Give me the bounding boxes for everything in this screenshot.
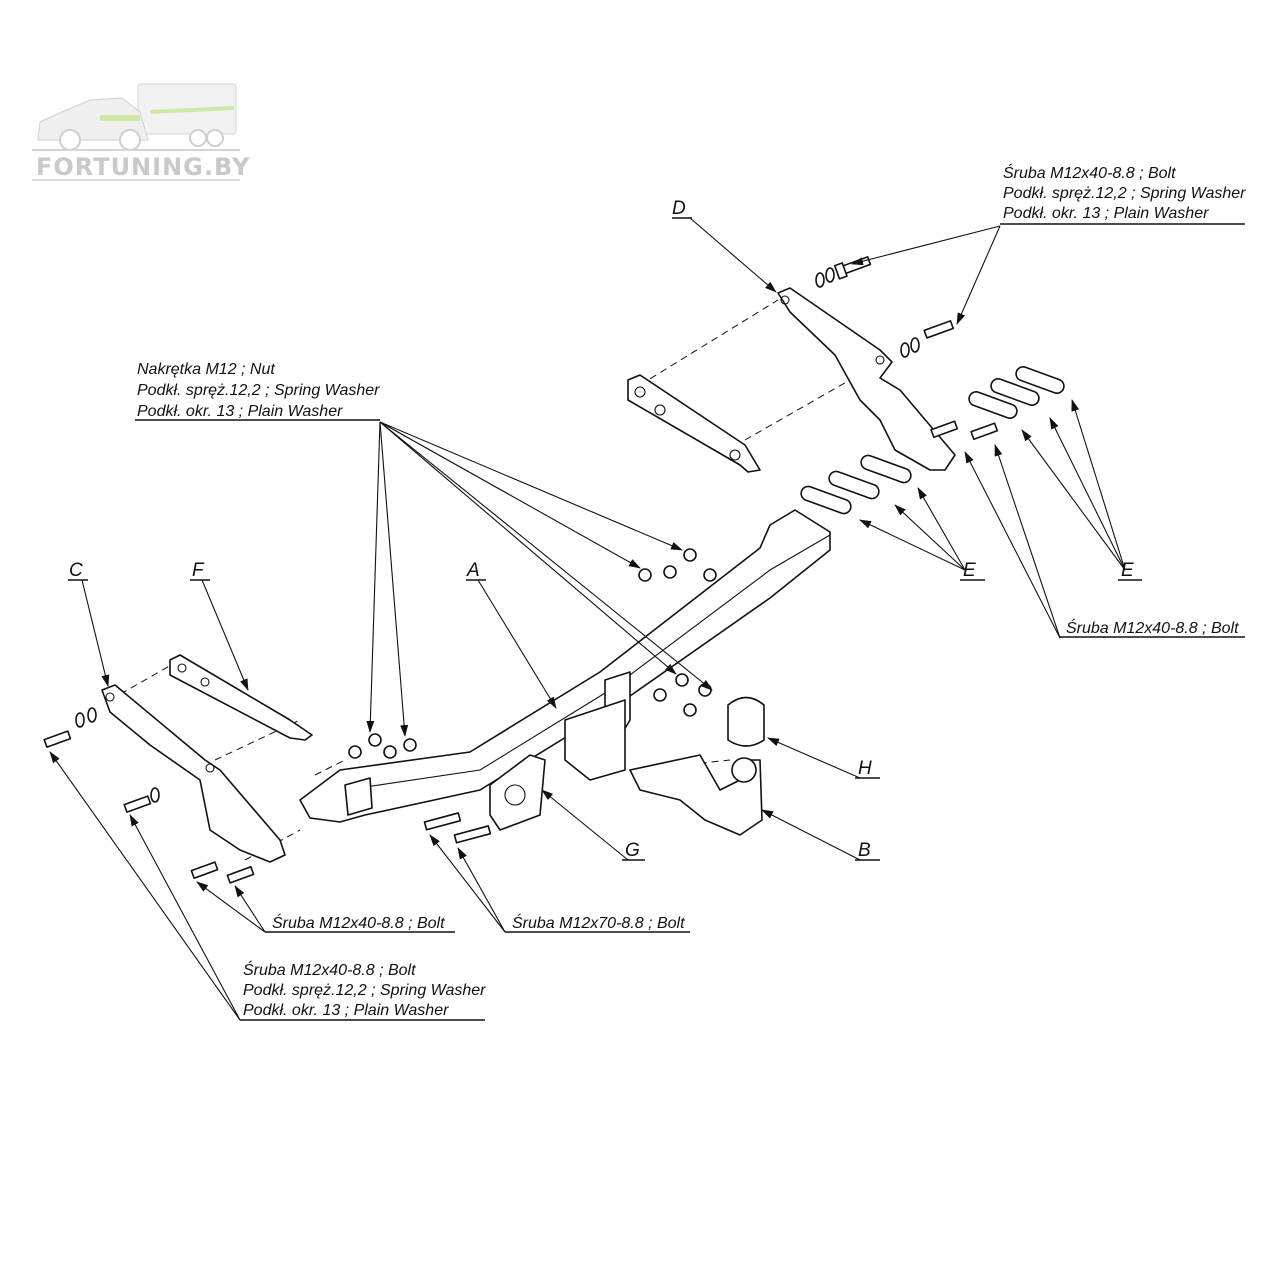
logo-text: FORTUNING.BY [36, 153, 250, 181]
bracket-d [777, 287, 956, 471]
label-g: G [625, 840, 640, 861]
label-e-right: E [1121, 560, 1134, 581]
spacer-plates-e [800, 366, 1065, 515]
callout-line: Śruba M12x40-8.8 ; Bolt [1003, 163, 1176, 182]
label-d: D [672, 198, 686, 219]
label-a: A [466, 560, 480, 581]
callout-line: Podkł. spręż.12,2 ; Spring Washer [137, 382, 380, 399]
callout-line: Podkł. okr. 13 ; Plain Washer [243, 1002, 449, 1019]
callout-line: Podkł. spręż.12,2 ; Spring Washer [1003, 185, 1246, 202]
callout-bolt-m12x70: Śruba M12x70-8.8 ; Bolt [512, 913, 685, 932]
socket-plate-g [489, 754, 546, 831]
callout-bolt-right: Śruba M12x40-8.8 ; Bolt [1066, 618, 1239, 637]
callout-line: Śruba M12x40-8.8 ; Bolt [243, 960, 416, 979]
plate-f [169, 654, 313, 741]
callout-top-right: Śruba M12x40-8.8 ; Bolt Podkł. spręż.12,… [1003, 163, 1246, 222]
label-h: H [858, 758, 872, 779]
bracket-c [101, 684, 286, 863]
label-f: F [192, 560, 205, 581]
callout-line: Podkł. okr. 13 ; Plain Washer [1003, 205, 1209, 222]
callout-line: Podkł. okr. 13 ; Plain Washer [137, 403, 343, 420]
callout-bolt-lower-left: Śruba M12x40-8.8 ; Bolt [272, 913, 445, 932]
callout-bottom-left: Śruba M12x40-8.8 ; Bolt Podkł. spręż.12,… [243, 960, 486, 1019]
callout-underlines [68, 217, 1245, 1021]
part-letters: D C F A E E H B G [69, 198, 1134, 861]
backing-plate-d [627, 374, 761, 473]
ball-cap-h [727, 696, 765, 747]
label-b: B [858, 840, 871, 861]
tow-ball-b [629, 754, 763, 836]
fortuning-logo: FORTUNING.BY [32, 83, 250, 181]
callout-nut-block: Nakrętka M12 ; Nut Podkł. spręż.12,2 ; S… [137, 361, 380, 420]
bolts-and-washers [43, 256, 999, 884]
callout-line: Nakrętka M12 ; Nut [137, 361, 275, 378]
label-e-left: E [963, 560, 976, 581]
label-c: C [69, 560, 83, 581]
main-beam-a [299, 509, 831, 823]
leader-lines [49, 217, 1126, 1021]
callout-line: Podkł. spręż.12,2 ; Spring Washer [243, 982, 486, 999]
